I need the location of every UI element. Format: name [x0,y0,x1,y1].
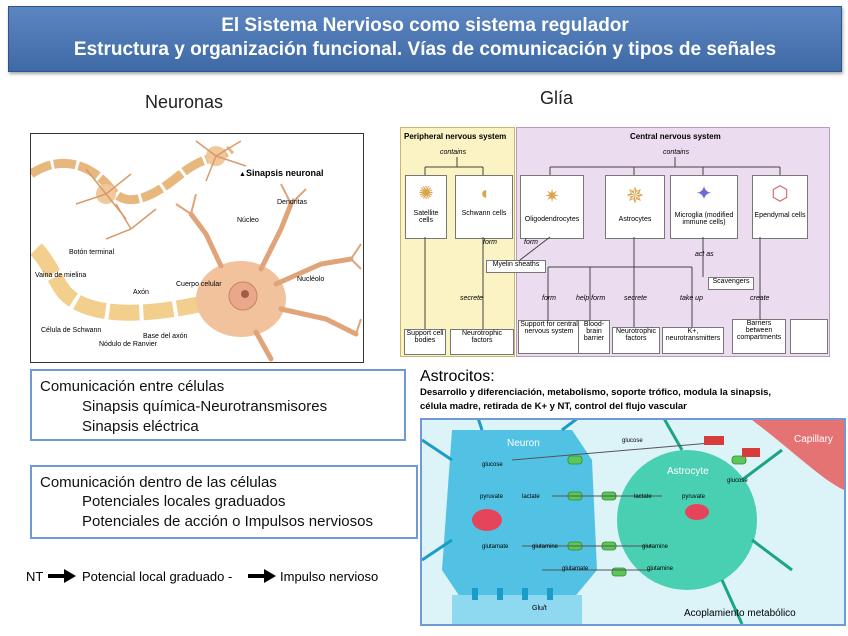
cell-satellite: ✺ Satellite cells [405,175,447,239]
scavengers-box: Scavengers [708,277,754,290]
label-glucose-2: glucose [482,462,503,468]
label-capillary: Capillary [794,434,833,445]
label-form-3: form [542,295,556,302]
label-glutamate-2: glutamate [562,566,589,572]
title-banner: El Sistema Nervioso como sistema regulad… [8,6,842,72]
comunicacion-entre-item-1: Sinapsis química-Neurotransmisores [82,398,328,415]
label-sinapsis: Sinapsis neuronal [246,168,324,178]
label-lactate-2: lactate [634,494,652,500]
label-nodulo: Nódulo de Ranvier [99,341,158,348]
label-help-form: help form [576,295,606,302]
glia-connectors [424,157,781,329]
outcome-empty [790,319,828,354]
comunicacion-entre-title: Comunicación entre células [40,378,225,395]
outcome-support-cns: Support for central nervous system [518,320,580,354]
cell-ependymal: ⬡ Ependymal cells [752,175,808,239]
neuron-illustration: Sinapsis neuronal ▲ Dendritas Núcleo Bot… [28,140,362,362]
pns-label: Peripheral nervous system [404,132,507,141]
astrocitos-desc-2: célula madre, retirada de K+ y NT, contr… [420,401,687,412]
flow-end: Impulso nervioso [280,569,379,584]
label-glucose-3: glucose [727,478,748,484]
label-act-as: act as [695,251,714,258]
metabolic-illustration: Neuron Astrocyte Capillary glucose gluco… [422,420,844,624]
label-boton: Botón terminal [69,249,115,256]
label-neuron: Neuron [507,438,540,449]
label-glucose-1: glucose [622,438,643,444]
comunicacion-dentro-item-2: Potenciales de acción o Impulsos nervios… [82,513,373,530]
outcome-support-cell: Support cell bodies [404,329,446,355]
cns-contains: contains [663,149,690,156]
title-line-2: Estructura y organización funcional. Vía… [73,39,777,60]
cell-microglia: ✦ Microglia (modified immune cells) [670,175,738,239]
label-form-2: form [524,239,538,246]
label-glutamine-2: glutamine [642,544,669,550]
neuronas-heading: Neuronas [145,92,224,112]
label-astrocyte: Astrocyte [667,466,709,477]
neuron-figure: Sinapsis neuronal ▲ Dendritas Núcleo Bot… [28,133,364,363]
glia-heading: Glía [540,88,574,108]
label-glutamine-3: glutamine [647,566,674,572]
cell-schwann: ◖ Schwann cells [455,175,513,239]
label-glut: Glu/t [532,605,547,612]
comunicacion-dentro-item-1: Potenciales locales graduados [82,493,286,510]
cns-panel [516,127,830,357]
label-acoplamiento: Acoplamiento metabólico [684,608,796,619]
label-create: create [750,295,770,302]
cell-astrocytes: ✵ Astrocytes [605,175,665,239]
comunicacion-dentro-title: Comunicación dentro de las células [40,474,277,491]
label-glutamine-1: glutamine [532,544,559,550]
label-celula-schwann: Célula de Schwann [41,327,101,334]
label-axon: Axón [133,289,149,296]
outcome-barriers: Barriers between compartments [732,319,786,354]
box-comunicacion-dentro: Comunicación dentro de las células Poten… [30,465,418,539]
myelin-box: Myelin sheaths [486,260,546,273]
metabolic-figure: Neuron Astrocyte Capillary glucose gluco… [420,418,846,626]
pns-contains: contains [440,149,467,156]
outcome-bbb: Blood-brain barrier [578,320,610,354]
arrow-right-icon-2 [248,569,276,583]
astrocitos-desc-1: Desarrollo y diferenciación, metabolismo… [420,387,772,398]
label-secrete-1: secrete [460,295,483,302]
cell-oligodendrocytes: ✷ Oligodendrocytes [520,175,584,239]
outcome-k-nt: K+, neurotransmitters [662,327,724,354]
outcome-neurotrophic-1: Neurotrophic factors [450,329,514,355]
label-pyruvate-1: pyruvate [480,494,504,500]
label-base-axon: Base del axón [143,333,187,340]
svg-text:▲: ▲ [239,171,246,178]
label-form-1: form [483,239,497,246]
label-cuerpo: Cuerpo celular [176,281,222,288]
comunicacion-entre-item-2: Sinapsis eléctrica [82,418,199,435]
label-dendritas: Dendritas [277,199,307,206]
arrow-right-icon [48,569,76,583]
label-secrete-2: secrete [624,295,647,302]
label-nucleolo: Nucléolo [297,276,324,283]
label-lactate-1: lactate [522,494,540,500]
label-glutamate-1: glutamate [482,544,509,550]
label-nucleo: Núcleo [237,217,259,224]
title-line-1: El Sistema Nervioso como sistema regulad… [221,15,629,36]
box-comunicacion-entre: Comunicación entre células Sinapsis quím… [30,369,406,441]
outcome-neurotrophic-2: Neurotrophic factors [612,327,660,354]
label-vaina: Vaina de mielina [35,272,86,279]
cns-label: Central nervous system [630,132,721,141]
label-pyruvate-2: pyruvate [682,494,706,500]
glia-figure: Peripheral nervous system Central nervou… [400,127,830,357]
label-take-up: take up [680,295,703,302]
flow-middle: Potencial local graduado - [82,569,233,584]
flow-nt: NT [26,569,44,584]
astrocitos-heading: Astrocitos: [420,368,495,385]
